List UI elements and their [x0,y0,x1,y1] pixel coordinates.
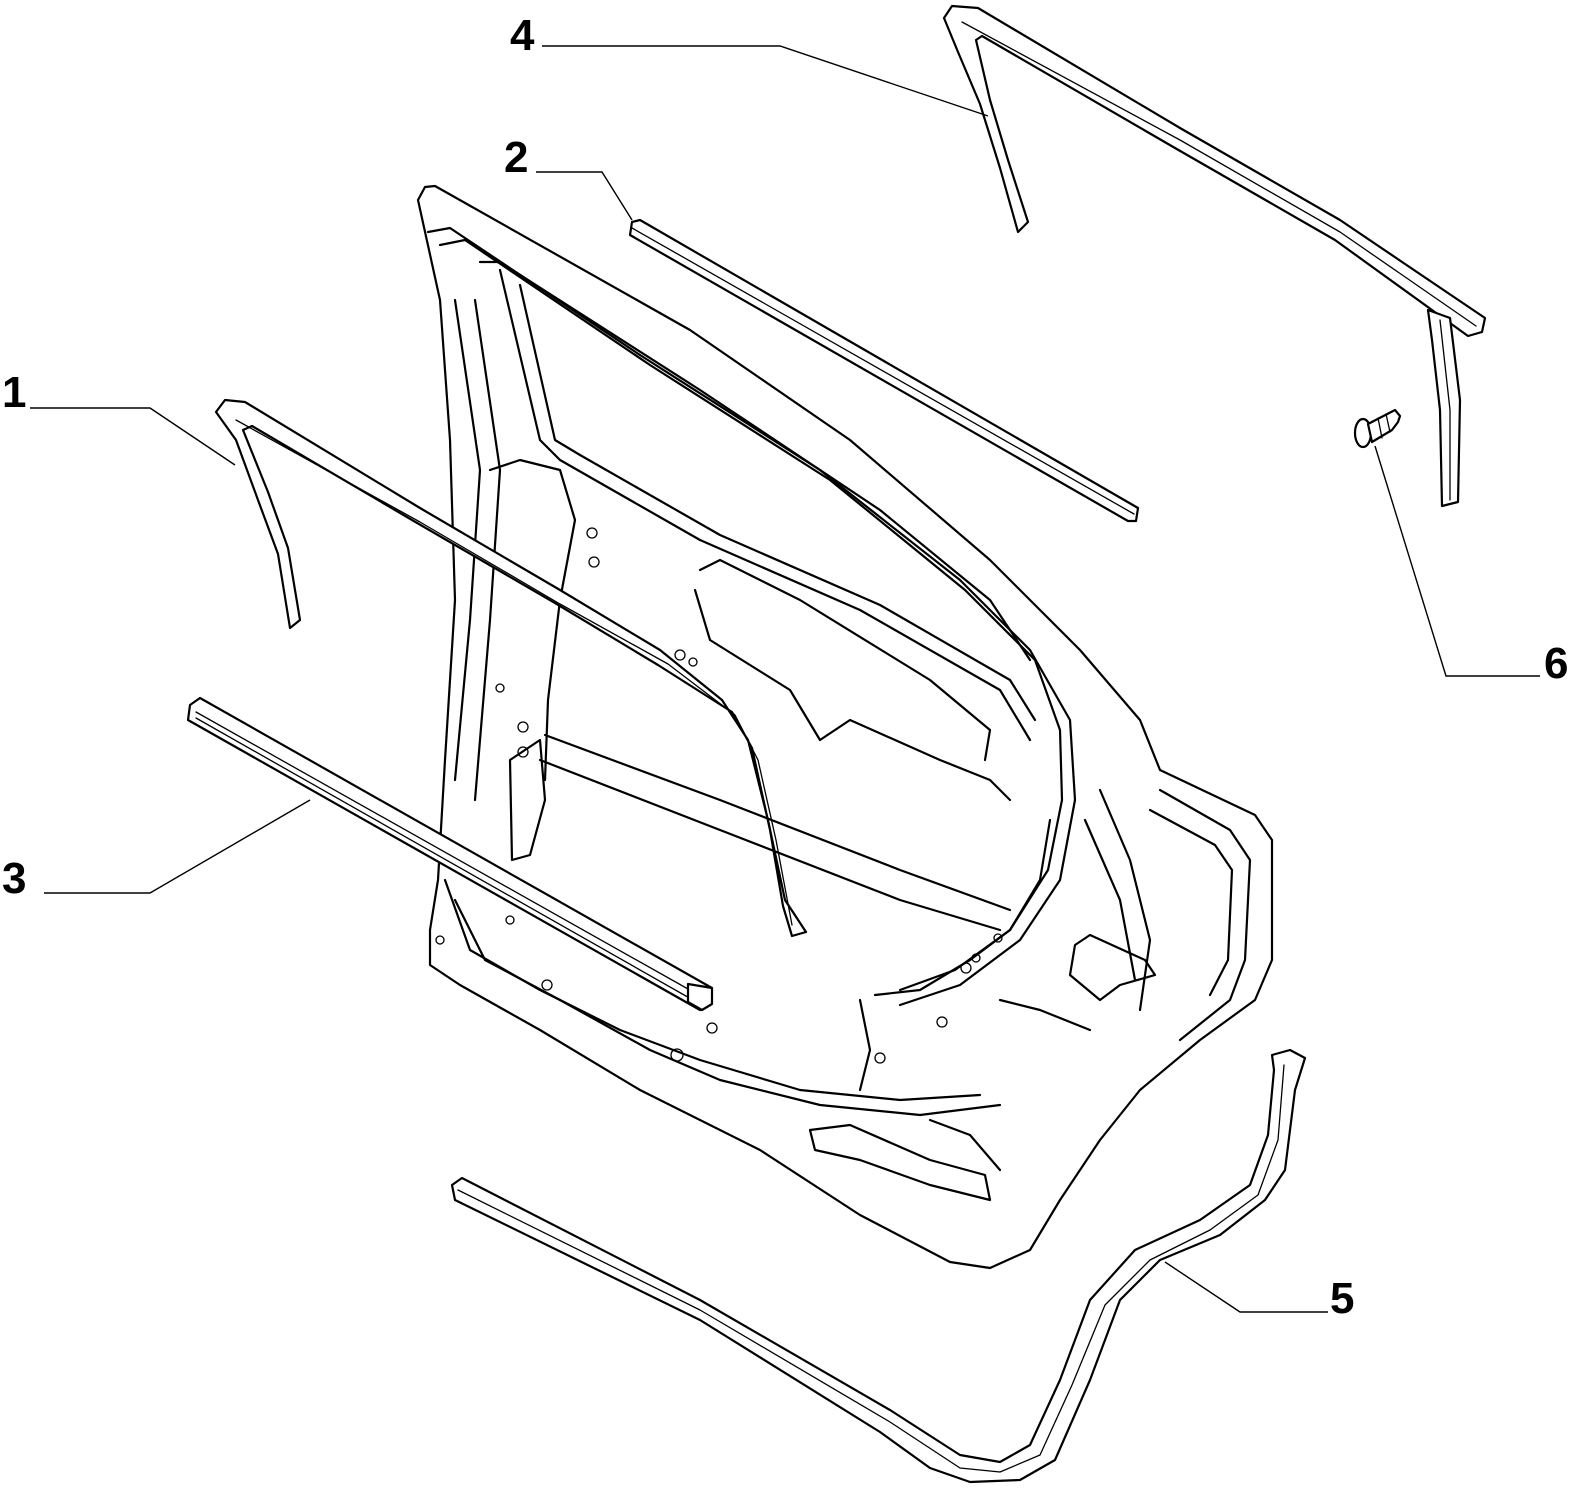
callout-3: 3 [2,854,26,903]
door-holes [435,527,1003,1064]
part-3-outer-belt-molding [186,696,714,1012]
callout-1: 1 [2,368,26,417]
leader-3 [44,799,311,894]
part-4-upper-frame-seal [942,4,1487,508]
part-1-window-channel-seal [214,398,808,938]
callout-4: 4 [510,11,535,60]
callout-2: 2 [504,133,528,182]
leader-2 [536,171,633,221]
leader-5 [1164,1261,1328,1313]
callout-labels: 1 2 3 4 5 6 [2,11,1568,1323]
leader-4 [542,45,989,117]
part-6-clip-fastener [1353,408,1402,449]
door-panel [416,184,1274,1270]
callout-5: 5 [1330,1274,1354,1323]
leader-1 [30,407,236,466]
callout-6: 6 [1544,639,1568,688]
part-2-inner-belt-strip [628,218,1140,523]
leader-6 [1374,445,1540,677]
leader-lines [30,45,1540,1313]
part-5-lower-door-seal [450,1048,1307,1484]
